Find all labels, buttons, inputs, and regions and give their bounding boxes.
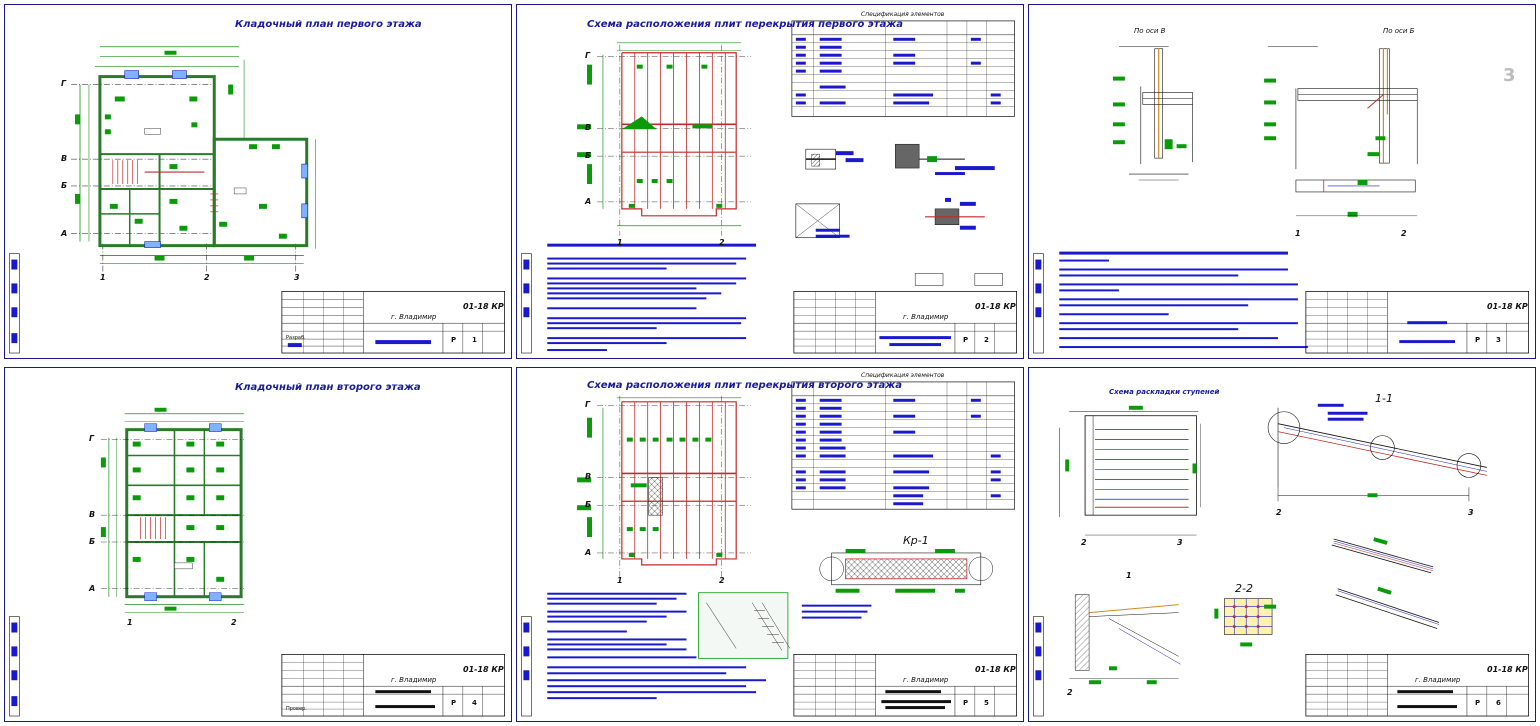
axis-2-bottom-2: 2 — [719, 238, 725, 247]
sheet-4[interactable]: Кладочный план второго этажа — [4, 367, 512, 722]
sheet-3-stage: Р — [1475, 336, 1481, 344]
sheet-6-city: г. Владимир — [1415, 676, 1461, 684]
sheet-5-kp1-title: Кр-1 — [903, 534, 929, 547]
axis-6-section-2: 2 — [1276, 508, 1282, 517]
axis-4-bottom-1: 1 — [127, 618, 133, 627]
sheet-5-stage: Р — [963, 699, 969, 707]
sheet-5-number: 5 — [984, 699, 989, 707]
axis-4-left-g: Г — [89, 434, 95, 443]
sheet-4-city: г. Владимир — [391, 676, 437, 684]
axis-1-left-v: В — [61, 154, 68, 163]
axis-1-bottom-3: 3 — [294, 273, 300, 282]
sheet-6-section-1-1: 1-1 — [1375, 392, 1393, 405]
sheet-4-role-check: Провер. — [286, 706, 307, 712]
sheet-1-city: г. Владимир — [391, 313, 437, 321]
sheet-1-code: 01-18 КР — [463, 302, 504, 311]
axis-1-bottom-2: 2 — [204, 273, 210, 282]
sheet-1-role-developer: Разраб. — [286, 335, 306, 341]
sheet-3-drawing — [1033, 46, 1530, 354]
axis-5-left-g: Г — [585, 400, 591, 409]
sheet-6[interactable]: Схема раскладки ступеней 1-1 2-2 2 3 2 3… — [1028, 367, 1536, 722]
sheet-2[interactable]: Схема расположения плит перекрытия перво… — [516, 4, 1024, 359]
sheet-6-code: 01-18 КР — [1487, 665, 1528, 674]
sheet-4-drawing — [9, 407, 506, 717]
axis-6-node-1: 1 — [1126, 571, 1132, 580]
axis-1-left-a: А — [61, 229, 68, 238]
sheet-4-title: Кладочный план второго этажа — [235, 382, 421, 393]
sheet-3-node-b-title: По оси Б — [1383, 27, 1415, 35]
axis-6-bottom-3: 3 — [1177, 538, 1183, 547]
sheet-1-stage: Р — [451, 336, 457, 344]
axis-4-left-b: Б — [89, 537, 96, 546]
sheet-2-spec-header: Спецификация элементов — [861, 11, 945, 18]
axis-3-bottom-1: 1 — [1295, 229, 1301, 238]
axis-1-left-b: Б — [61, 181, 68, 190]
axis-4-left-v: В — [89, 510, 96, 519]
sheet-6-stair-scheme-title: Схема раскладки ступеней — [1109, 388, 1220, 396]
sheet-3[interactable]: По оси В По оси Б 1 2 3 01-18 КР Р 3 — [1028, 4, 1536, 359]
sheet-5-drawing — [521, 381, 1018, 717]
sheet-3-number: 3 — [1496, 336, 1501, 344]
sheet-5-code: 01-18 КР — [975, 665, 1016, 674]
axis-6-section-3: 3 — [1468, 508, 1474, 517]
axis-2-left-b: Б — [585, 151, 592, 160]
axis-4-left-a: А — [89, 584, 96, 593]
sheet-4-code: 01-18 КР — [463, 665, 504, 674]
sheet-2-city: г. Владимир — [903, 313, 949, 321]
sheet-6-section-2-2: 2-2 — [1235, 582, 1253, 595]
sheet-1[interactable]: Кладочный план первого этажа — [4, 4, 512, 359]
sheet-3-code: 01-18 КР — [1487, 302, 1528, 311]
axis-6-node-2: 2 — [1067, 688, 1073, 697]
axis-2-left-a: А — [585, 197, 592, 206]
axis-2-left-v: В — [585, 123, 592, 132]
sheet-2-code: 01-18 КР — [975, 302, 1016, 311]
axis-5-bottom-2: 2 — [719, 576, 725, 585]
sheet-1-number: 1 — [472, 336, 477, 344]
sheet-2-number: 2 — [984, 336, 989, 344]
axis-6-bottom-2: 2 — [1081, 538, 1087, 547]
axis-5-left-a: А — [585, 548, 592, 557]
axis-5-left-v: В — [585, 472, 592, 481]
sheet-4-stage: Р — [451, 699, 457, 707]
sheet-5[interactable]: Схема расположения плит перекрытия второ… — [516, 367, 1024, 722]
sheet-6-number: 6 — [1496, 699, 1501, 707]
sheet-2-drawing — [521, 20, 1018, 354]
sheet-6-drawing — [1033, 403, 1530, 717]
sheet-6-stage: Р — [1475, 699, 1481, 707]
axis-2-left-g: Г — [585, 51, 591, 60]
axis-1-left-g: Г — [61, 79, 67, 88]
sheet-5-city: г. Владимир — [903, 676, 949, 684]
axis-5-left-b: Б — [585, 500, 592, 509]
sheet-3-node-a-title: По оси В — [1134, 27, 1166, 35]
sheet-1-title: Кладочный план первого этажа — [235, 19, 422, 30]
sheet-1-drawing — [9, 46, 506, 354]
axis-4-bottom-2: 2 — [231, 618, 237, 627]
sheet-5-spec-header: Спецификация элементов — [861, 372, 945, 379]
axis-1-bottom-1: 1 — [100, 273, 106, 282]
sheet-4-number: 4 — [472, 699, 477, 707]
axis-2-bottom-1: 1 — [617, 238, 623, 247]
axis-5-bottom-1: 1 — [617, 576, 623, 585]
sheet-2-stage: Р — [963, 336, 969, 344]
axis-3-bottom-2: 2 — [1401, 229, 1407, 238]
sheet-5-title: Схема расположения плит перекрытия второ… — [587, 380, 902, 391]
sheet-2-title: Схема расположения плит перекрытия перво… — [587, 19, 903, 30]
sheet-3-corner-number: 3 — [1503, 65, 1516, 86]
